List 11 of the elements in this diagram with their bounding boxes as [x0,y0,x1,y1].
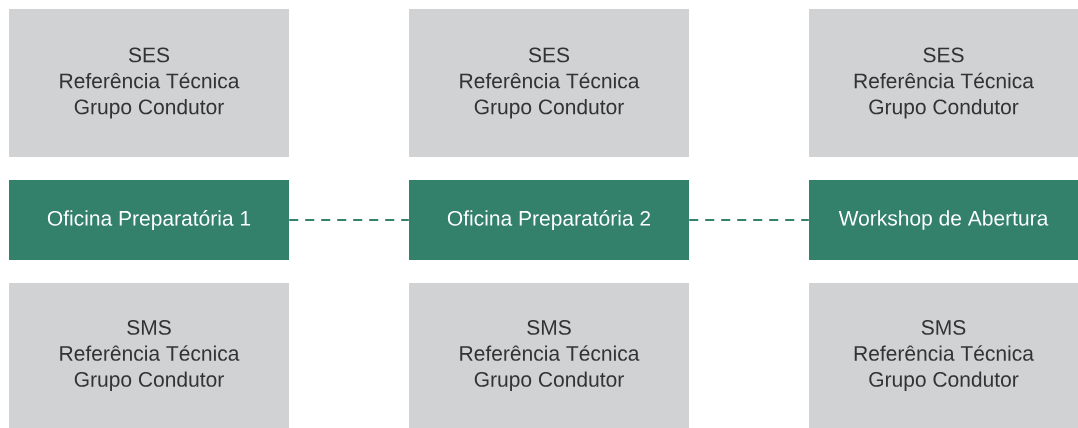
stage-box: Oficina Preparatória 1 [9,180,289,260]
dashed-connector [288,219,410,221]
stage-box: Workshop de Abertura [809,180,1078,260]
info-box: SES Referência Técnica Grupo Condutor [409,9,689,157]
info-box: SES Referência Técnica Grupo Condutor [9,9,289,157]
stage-box: Oficina Preparatória 2 [409,180,689,260]
info-box: SMS Referência Técnica Grupo Condutor [409,283,689,428]
dashed-connector [688,219,810,221]
info-box: SMS Referência Técnica Grupo Condutor [809,283,1078,428]
info-box: SMS Referência Técnica Grupo Condutor [9,283,289,428]
info-box: SES Referência Técnica Grupo Condutor [809,9,1078,157]
